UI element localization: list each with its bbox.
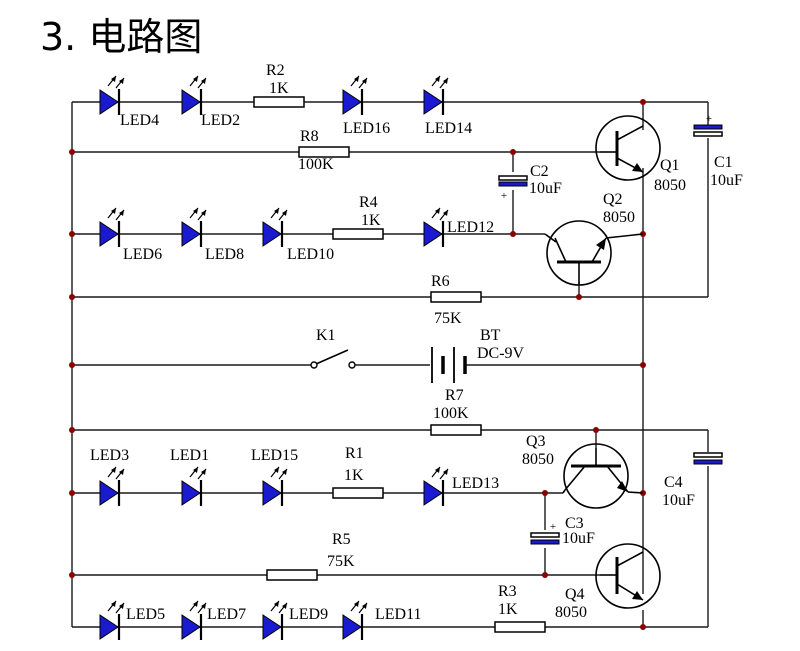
- led-symbol: [341, 599, 369, 642]
- svg-text:+: +: [501, 190, 507, 202]
- resistor-symbol: [332, 487, 384, 499]
- label-led10: LED10: [287, 246, 334, 263]
- resistor-symbol: [332, 228, 384, 240]
- label-c1-value: 10uF: [710, 172, 743, 189]
- led-symbol: [261, 599, 289, 642]
- label-r7-name: R7: [445, 387, 464, 404]
- led-symbol: [180, 74, 208, 117]
- label-q2-name: Q2: [603, 191, 623, 208]
- label-k1: K1: [316, 327, 336, 344]
- label-led5: LED5: [126, 606, 165, 623]
- led-symbol: [98, 206, 126, 249]
- resistor-symbol: [253, 96, 305, 108]
- label-c4-value: 10uF: [662, 492, 695, 509]
- svg-text:+: +: [550, 521, 556, 533]
- label-r2-value: 1K: [269, 80, 289, 97]
- capacitor-symbol: +: [530, 521, 560, 545]
- label-bt-name: BT: [480, 327, 501, 344]
- label-r5-name: R5: [332, 531, 351, 548]
- label-r5-value: 75K: [327, 553, 355, 570]
- label-q4-model: 8050: [555, 604, 587, 621]
- label-c2-value: 10uF: [529, 180, 562, 197]
- capacitor-symbol: +: [498, 175, 528, 202]
- led-symbol: [422, 465, 450, 508]
- svg-text:+: +: [706, 113, 712, 125]
- label-r8-name: R8: [300, 128, 319, 145]
- label-led7: LED7: [207, 606, 246, 623]
- page-title: 3. 电路图: [40, 15, 203, 59]
- resistor-symbol: [430, 291, 482, 303]
- label-r4-name: R4: [359, 194, 378, 211]
- label-r3-value: 1K: [498, 601, 518, 618]
- label-led9: LED9: [289, 606, 328, 623]
- label-q1-model: 8050: [654, 177, 686, 194]
- switch-k1-symbol: [310, 349, 356, 369]
- wires: [71, 101, 709, 628]
- capacitor-symbol: +: [693, 113, 723, 137]
- label-led3: LED3: [90, 447, 129, 464]
- label-q3-model: 8050: [522, 451, 554, 468]
- label-q3-name: Q3: [526, 433, 546, 450]
- led-symbol: [98, 74, 126, 117]
- led-symbol: [422, 74, 450, 117]
- resistor-symbol: [494, 621, 546, 633]
- led-symbol: [422, 206, 450, 249]
- label-led12: LED12: [447, 219, 494, 236]
- label-bt-value: DC-9V: [477, 345, 525, 362]
- label-q4-name: Q4: [565, 586, 585, 603]
- led-symbol: [180, 465, 208, 508]
- led-symbol: [180, 206, 208, 249]
- label-q1-name: Q1: [660, 157, 680, 174]
- label-r1-value: 1K: [344, 467, 364, 484]
- label-led1: LED1: [170, 447, 209, 464]
- label-r1-name: R1: [345, 445, 364, 462]
- label-r8-value: 100K: [298, 156, 334, 173]
- transistor-q2-symbol: [544, 220, 644, 286]
- resistor-symbol: [266, 569, 318, 581]
- label-led4: LED4: [120, 112, 159, 129]
- label-r2-name: R2: [266, 62, 285, 79]
- label-c3-name: C3: [565, 515, 584, 532]
- label-led8: LED8: [205, 246, 244, 263]
- label-led13: LED13: [452, 475, 499, 492]
- led-symbol: [180, 599, 208, 642]
- label-led6: LED6: [123, 246, 162, 263]
- label-r4-value: 1K: [361, 212, 381, 229]
- label-r3-name: R3: [498, 583, 517, 600]
- label-r6-name: R6: [431, 273, 450, 290]
- battery-symbol: [431, 347, 467, 383]
- label-led2: LED2: [201, 112, 240, 129]
- label-c1-name: C1: [714, 154, 733, 171]
- label-led16: LED16: [343, 120, 390, 137]
- label-c3-value: 10uF: [562, 530, 595, 547]
- label-led15: LED15: [251, 447, 298, 464]
- label-r6-value: 75K: [434, 310, 462, 327]
- led-symbol: [98, 465, 126, 508]
- label-q2-model: 8050: [603, 209, 635, 226]
- label-c2-name: C2: [530, 163, 549, 180]
- capacitor-symbol: [693, 452, 723, 465]
- resistor-symbol: [430, 424, 482, 436]
- led-symbol: [341, 74, 369, 117]
- transistor-q1-symbol: [595, 115, 661, 181]
- led-symbol: [261, 206, 289, 249]
- label-c4-name: C4: [664, 474, 683, 491]
- label-r7-value: 100K: [433, 405, 469, 422]
- led-symbol: [261, 465, 289, 508]
- transistor-q4-symbol: [595, 543, 661, 609]
- label-led14: LED14: [425, 120, 472, 137]
- transistor-q3-symbol: [562, 443, 644, 509]
- led-symbol: [98, 599, 126, 642]
- label-led11: LED11: [375, 606, 422, 623]
